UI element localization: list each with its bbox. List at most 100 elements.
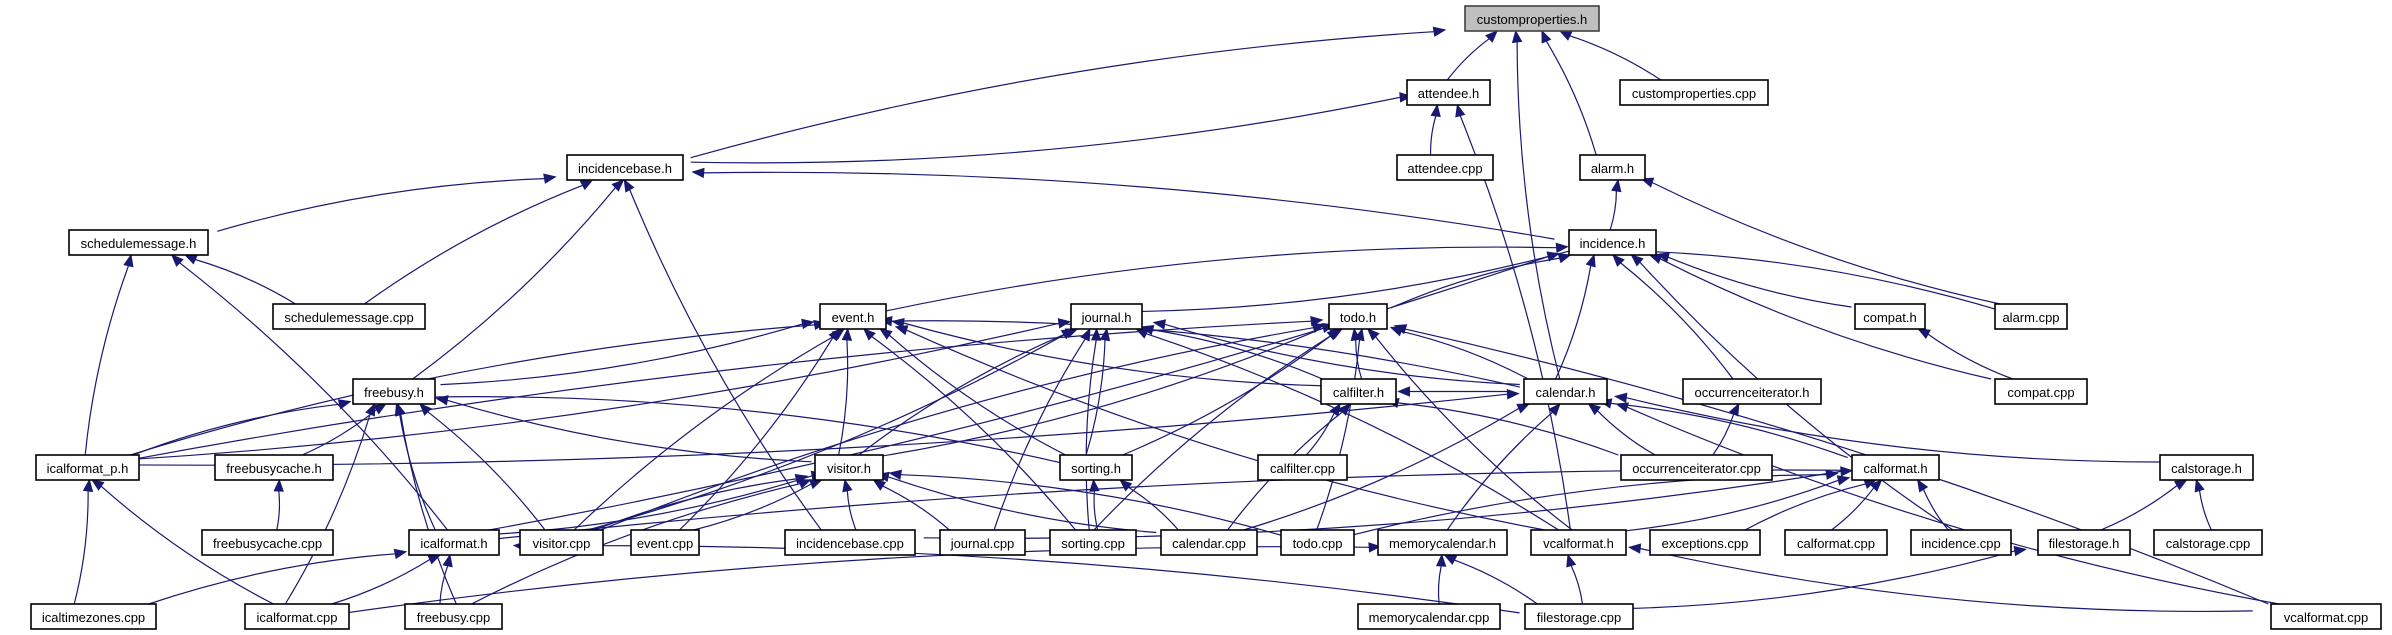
node-box[interactable] (519, 529, 604, 556)
node-box[interactable] (1851, 454, 1940, 481)
node-box[interactable] (408, 529, 500, 556)
node-todo-h[interactable]: todo.h (1328, 303, 1388, 330)
node-box[interactable] (1160, 529, 1258, 556)
node-box[interactable] (1994, 303, 2068, 330)
node-box[interactable] (566, 154, 684, 181)
node-box[interactable] (272, 303, 426, 330)
node-box[interactable] (1784, 529, 1888, 556)
node-box[interactable] (1464, 5, 1600, 32)
node-calstorage-cpp[interactable]: calstorage.cpp (2153, 529, 2263, 556)
node-box[interactable] (244, 603, 350, 630)
node-sorting-cpp[interactable]: sorting.cpp (1049, 529, 1137, 556)
node-sorting-h[interactable]: sorting.h (1059, 454, 1133, 481)
node-visitor-h[interactable]: visitor.h (814, 454, 884, 481)
node-compat-cpp[interactable]: compat.cpp (1994, 378, 2088, 405)
node-attendee-cpp[interactable]: attendee.cpp (1396, 154, 1494, 181)
node-todo-cpp[interactable]: todo.cpp (1280, 529, 1355, 556)
node-box[interactable] (1320, 378, 1397, 405)
node-box[interactable] (352, 378, 436, 405)
node-vcalformat-h[interactable]: vcalformat.h (1530, 529, 1627, 556)
node-box[interactable] (1682, 378, 1822, 405)
node-occurrenceiterator-cpp[interactable]: occurrenceiterator.cpp (1620, 454, 1773, 481)
node-vcalformat-cpp[interactable]: vcalformat.cpp (2270, 603, 2382, 630)
node-box[interactable] (1910, 529, 2012, 556)
node-customproperties-h[interactable]: customproperties.h (1464, 5, 1600, 32)
node-alarm-h[interactable]: alarm.h (1579, 154, 1646, 181)
node-freebusy-cpp[interactable]: freebusy.cpp (404, 603, 503, 630)
node-calfilter-cpp[interactable]: calfilter.cpp (1257, 454, 1348, 481)
node-box[interactable] (1070, 303, 1143, 330)
node-box[interactable] (201, 529, 334, 556)
node-icalformat-p-h[interactable]: icalformat_p.h (35, 454, 140, 481)
node-icalformat-cpp[interactable]: icalformat.cpp (244, 603, 350, 630)
node-box[interactable] (1854, 303, 1926, 330)
node-incidence-cpp[interactable]: incidence.cpp (1910, 529, 2012, 556)
node-calendar-cpp[interactable]: calendar.cpp (1160, 529, 1258, 556)
node-box[interactable] (1568, 229, 1657, 256)
node-event-h[interactable]: event.h (819, 303, 887, 330)
node-box[interactable] (1579, 154, 1646, 181)
node-box[interactable] (1524, 603, 1634, 630)
edge-calfilter_cpp-to-calfilter_h (1305, 402, 1341, 456)
node-box[interactable] (1994, 378, 2088, 405)
node-freebusycache-h[interactable]: freebusycache.h (214, 454, 334, 481)
node-memorycalendar-cpp[interactable]: memorycalendar.cpp (1357, 603, 1501, 630)
node-box[interactable] (1620, 454, 1773, 481)
node-box[interactable] (1377, 529, 1508, 556)
node-box[interactable] (1530, 529, 1627, 556)
node-schedulemessage-h[interactable]: schedulemessage.h (68, 229, 209, 256)
node-journal-cpp[interactable]: journal.cpp (939, 529, 1026, 556)
node-box[interactable] (1406, 79, 1491, 106)
node-box[interactable] (68, 229, 209, 256)
node-box[interactable] (1649, 529, 1761, 556)
edge-line (903, 322, 1327, 387)
node-calfilter-h[interactable]: calfilter.h (1320, 378, 1397, 405)
node-filestorage-cpp[interactable]: filestorage.cpp (1524, 603, 1634, 630)
node-occurrenceiterator-h[interactable]: occurrenceiterator.h (1682, 378, 1822, 405)
node-calformat-h[interactable]: calformat.h (1851, 454, 1940, 481)
node-event-cpp[interactable]: event.cpp (630, 529, 700, 556)
node-box[interactable] (1357, 603, 1501, 630)
node-journal-h[interactable]: journal.h (1070, 303, 1143, 330)
node-visitor-cpp[interactable]: visitor.cpp (519, 529, 604, 556)
node-box[interactable] (2037, 529, 2131, 556)
node-box[interactable] (1619, 79, 1769, 106)
node-box[interactable] (939, 529, 1026, 556)
node-box[interactable] (1280, 529, 1355, 556)
node-box[interactable] (404, 603, 503, 630)
node-schedulemessage-cpp[interactable]: schedulemessage.cpp (272, 303, 426, 330)
node-box[interactable] (814, 454, 884, 481)
node-calstorage-h[interactable]: calstorage.h (2159, 454, 2254, 481)
node-box[interactable] (214, 454, 334, 481)
node-box[interactable] (1257, 454, 1348, 481)
node-box[interactable] (1059, 454, 1133, 481)
node-exceptions-cpp[interactable]: exceptions.cpp (1649, 529, 1761, 556)
node-compat-h[interactable]: compat.h (1854, 303, 1926, 330)
node-box[interactable] (819, 303, 887, 330)
node-freebusycache-cpp[interactable]: freebusycache.cpp (201, 529, 334, 556)
node-box[interactable] (2270, 603, 2382, 630)
node-calformat-cpp[interactable]: calformat.cpp (1784, 529, 1888, 556)
node-incidencebase-cpp[interactable]: incidencebase.cpp (784, 529, 916, 556)
node-customproperties-cpp[interactable]: customproperties.cpp (1619, 79, 1769, 106)
node-box[interactable] (1396, 154, 1494, 181)
node-box[interactable] (630, 529, 700, 556)
node-box[interactable] (30, 603, 157, 630)
node-box[interactable] (35, 454, 140, 481)
node-box[interactable] (1049, 529, 1137, 556)
node-memorycalendar-h[interactable]: memorycalendar.h (1377, 529, 1508, 556)
node-attendee-h[interactable]: attendee.h (1406, 79, 1491, 106)
node-box[interactable] (2153, 529, 2263, 556)
node-box[interactable] (2159, 454, 2254, 481)
node-icalformat-h[interactable]: icalformat.h (408, 529, 500, 556)
node-calendar-h[interactable]: calendar.h (1523, 378, 1608, 405)
node-box[interactable] (1328, 303, 1388, 330)
node-icaltimezones-cpp[interactable]: icaltimezones.cpp (30, 603, 157, 630)
node-freebusy-h[interactable]: freebusy.h (352, 378, 436, 405)
node-box[interactable] (784, 529, 916, 556)
node-box[interactable] (1523, 378, 1608, 405)
node-incidencebase-h[interactable]: incidencebase.h (566, 154, 684, 181)
node-incidence-h[interactable]: incidence.h (1568, 229, 1657, 256)
node-alarm-cpp[interactable]: alarm.cpp (1994, 303, 2068, 330)
node-filestorage-h[interactable]: filestorage.h (2037, 529, 2131, 556)
